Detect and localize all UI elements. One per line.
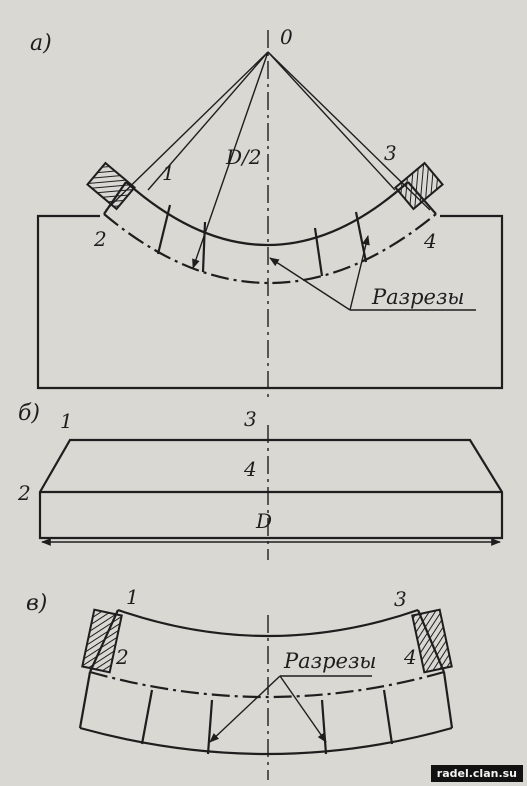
point-c4-label: 4 bbox=[403, 645, 417, 669]
clamp-left bbox=[86, 161, 136, 211]
point-b1-label: 1 bbox=[60, 409, 73, 433]
dimension-d-label: D bbox=[255, 509, 272, 533]
watermark: radel.clan.su bbox=[430, 765, 523, 782]
cuts-leader-a1 bbox=[269, 257, 351, 311]
cut-line-a4 bbox=[354, 211, 368, 263]
panel-a-block-outline bbox=[36, 214, 504, 390]
radial-line-2 bbox=[147, 51, 269, 191]
radius-label: D/2 bbox=[225, 145, 262, 169]
panel-a: а) 0 D/2 1 2 3 4 Разрезы bbox=[30, 25, 504, 398]
radial-line-4 bbox=[267, 51, 396, 191]
cut-line-c3 bbox=[320, 699, 328, 755]
cut-line-a3 bbox=[313, 227, 324, 277]
clamp-right bbox=[394, 161, 444, 211]
point-c1-label: 1 bbox=[126, 585, 139, 609]
bent-strip-mid bbox=[89, 670, 445, 699]
inner-arc bbox=[125, 181, 409, 246]
bent-strip-outer bbox=[79, 726, 453, 756]
point-b3-label: 3 bbox=[244, 407, 257, 431]
panel-a-letter: а) bbox=[30, 31, 52, 56]
radial-line-1 bbox=[105, 51, 269, 211]
clamp-c-left bbox=[81, 608, 123, 674]
center-label: 0 bbox=[280, 25, 293, 49]
point-3-label: 3 bbox=[384, 141, 397, 165]
cut-line-c2 bbox=[206, 699, 214, 755]
point-c2-label: 2 bbox=[115, 645, 129, 669]
panel-c-letter: в) bbox=[26, 591, 47, 616]
cuts-leader-c1 bbox=[209, 675, 281, 743]
bent-strip-right-edge bbox=[442, 671, 454, 729]
point-b4-label: 4 bbox=[243, 457, 257, 481]
panel-c: в) 1 2 3 4 Разрезы bbox=[26, 585, 454, 780]
bent-strip-left-edge bbox=[78, 671, 92, 729]
point-b2-label: 2 bbox=[17, 481, 31, 505]
cut-line-a1 bbox=[156, 204, 172, 255]
point-4-label: 4 bbox=[423, 229, 437, 253]
panel-b: б) 1 2 3 4 D bbox=[17, 401, 504, 560]
cuts-leader-a2 bbox=[349, 235, 370, 311]
cuts-label-a: Разрезы bbox=[371, 285, 465, 309]
panel-b-letter: б) bbox=[18, 401, 40, 426]
outer-arc bbox=[103, 213, 437, 285]
cut-line-c4 bbox=[382, 689, 394, 745]
bent-strip-inner bbox=[117, 608, 419, 638]
cuts-label-c: Разрезы bbox=[283, 649, 377, 673]
cut-line-a2 bbox=[201, 221, 207, 273]
point-c3-label: 3 bbox=[394, 587, 407, 611]
cuts-leader-c2 bbox=[279, 675, 327, 743]
clamp-c-right bbox=[411, 608, 453, 674]
point-1-label: 1 bbox=[162, 161, 175, 185]
point-2-label: 2 bbox=[93, 227, 107, 251]
cut-line-c1 bbox=[140, 689, 154, 745]
